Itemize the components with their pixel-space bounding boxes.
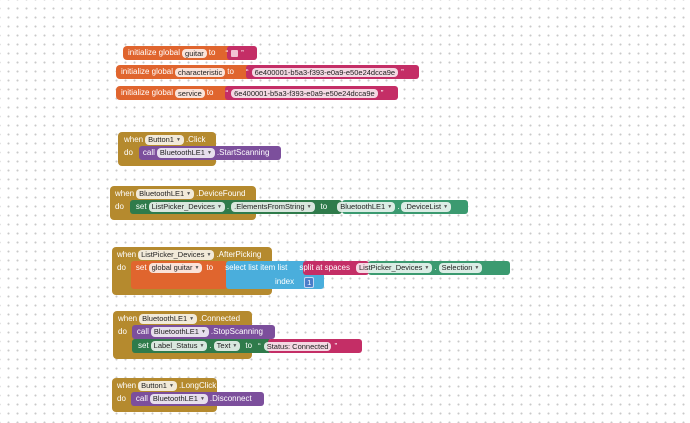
index-label: index	[275, 277, 295, 286]
event-name: .AfterPicking	[216, 250, 262, 259]
property-dropdown[interactable]: Selection▼	[438, 263, 483, 273]
quote-close: ”	[334, 341, 338, 351]
property-dropdown[interactable]: .ElementsFromString▼	[231, 202, 315, 212]
set-keyword: set	[135, 202, 147, 211]
to-keyword: to	[245, 341, 253, 350]
component-dropdown[interactable]: BluetoothLE1▼	[149, 394, 208, 404]
component-dropdown[interactable]: ListPicker_Devices▼	[148, 202, 225, 212]
call-keyword: call	[142, 148, 155, 157]
select-list-item-label: select list item list	[225, 263, 288, 272]
quote-close: ”	[401, 67, 404, 77]
global-name-field[interactable]: characteristic	[175, 67, 226, 77]
event-name: .DeviceFound	[196, 189, 246, 198]
do-keyword: do	[124, 148, 133, 157]
to-keyword: to	[320, 202, 328, 211]
set-keyword: set	[138, 341, 149, 350]
global-name-field[interactable]: service	[175, 88, 205, 98]
to-keyword: to	[208, 48, 216, 57]
property-dropdown[interactable]: .DeviceList▼	[401, 202, 452, 212]
init-global-keyword: initialize global	[128, 48, 181, 57]
when-keyword: when	[115, 189, 135, 198]
to-keyword: to	[227, 67, 234, 76]
index-number-field[interactable]: 1	[304, 276, 315, 288]
do-keyword: do	[115, 202, 124, 211]
component-dropdown[interactable]: BluetoothLE1▼	[156, 148, 215, 158]
method-name: .Disconnect	[209, 394, 252, 403]
component-dropdown[interactable]: Button1▼	[145, 135, 184, 145]
component-dropdown[interactable]: ListPicker_Devices▼	[356, 263, 433, 273]
call-keyword: call	[136, 327, 149, 336]
init-global-keyword: initialize global	[121, 67, 174, 76]
component-dropdown[interactable]: BluetoothLE1▼	[150, 327, 209, 337]
split-at-spaces-label: split at spaces	[299, 263, 351, 272]
init-global-keyword: initialize global	[121, 88, 174, 97]
do-keyword: do	[117, 263, 126, 272]
dot: .	[209, 341, 212, 350]
component-dropdown[interactable]: Button1▼	[138, 381, 177, 391]
dot: .	[397, 202, 400, 211]
quote-open: “	[258, 341, 261, 351]
quote-open: “	[245, 67, 249, 77]
event-name: .Click	[185, 135, 206, 144]
method-name: .StopScanning	[210, 327, 263, 336]
component-dropdown[interactable]: ListPicker_Devices▼	[138, 250, 215, 260]
when-keyword: when	[117, 381, 137, 390]
component-dropdown[interactable]: Label_Status▼	[150, 341, 208, 351]
call-keyword: call	[135, 394, 148, 403]
to-keyword: to	[206, 263, 214, 272]
set-keyword: set	[135, 263, 147, 272]
dot: .	[226, 202, 230, 211]
when-keyword: when	[118, 314, 138, 323]
when-keyword: when	[124, 135, 144, 144]
do-keyword: do	[118, 327, 127, 336]
service-uuid-field[interactable]: 6e400001-b5a3-f393-e0a9-e50e24dcca9e	[231, 88, 378, 98]
split-at-spaces-block[interactable]	[303, 261, 369, 275]
quote-open: “	[225, 88, 229, 98]
to-keyword: to	[206, 88, 214, 97]
variable-dropdown[interactable]: global guitar▼	[148, 263, 203, 273]
quote-close: ”	[380, 88, 384, 98]
quote-open: “	[225, 48, 229, 58]
quote-close: ”	[241, 48, 244, 58]
global-name-field[interactable]: guitar	[182, 48, 207, 58]
when-keyword: when	[117, 250, 137, 259]
property-dropdown[interactable]: Text▼	[213, 341, 241, 351]
component-dropdown[interactable]: BluetoothLE1▼	[136, 189, 195, 199]
status-text-field[interactable]: Status: Connected	[263, 341, 332, 351]
event-name: .Connected	[199, 314, 241, 323]
component-dropdown[interactable]: BluetoothLE1▼	[139, 314, 198, 324]
empty-string-field[interactable]	[231, 49, 239, 57]
do-keyword: do	[117, 394, 126, 403]
characteristic-uuid-field[interactable]: 6e400001-b5a3-f393-e0a9-e50e24dcca9e	[251, 67, 399, 77]
event-name: .LongClick	[178, 381, 217, 390]
method-name: .StartScanning	[216, 148, 270, 157]
component-dropdown[interactable]: BluetoothLE1▼	[337, 202, 396, 212]
dot: .	[434, 263, 437, 272]
